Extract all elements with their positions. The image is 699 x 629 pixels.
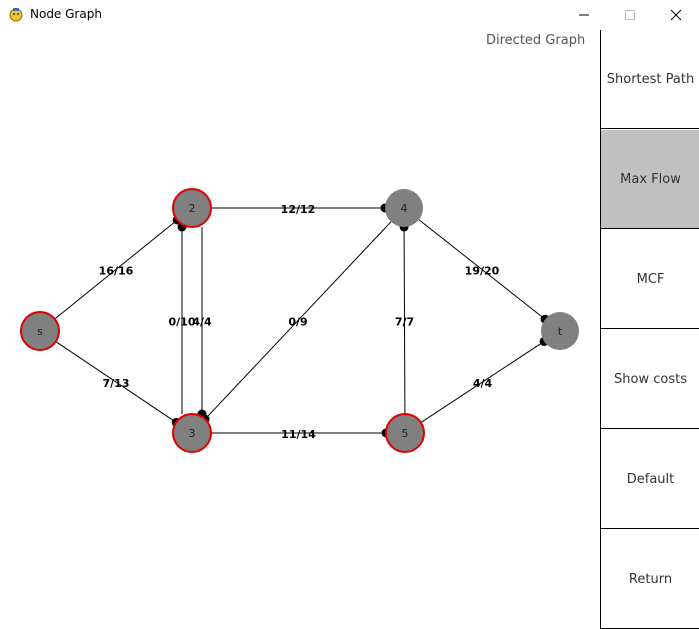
node-circle [541, 312, 579, 350]
edge-4-3 [204, 221, 392, 420]
graph-node-5[interactable]: 5 [385, 413, 425, 453]
window-title: Node Graph [30, 7, 102, 21]
graph-node-2[interactable]: 2 [172, 188, 212, 228]
graph-node-s[interactable]: s [20, 311, 60, 351]
edge-s-3 [55, 341, 177, 423]
edge-label: 4/4 [192, 316, 212, 329]
edge-s-2 [54, 219, 178, 320]
default-button[interactable]: Default [601, 430, 699, 529]
node-label: 2 [189, 202, 196, 215]
node-label: t [558, 325, 563, 338]
node-circle [385, 413, 425, 453]
minimize-icon [579, 14, 589, 16]
close-button[interactable] [653, 0, 699, 30]
node-label: s [37, 325, 43, 338]
node-circle [172, 413, 212, 453]
max-flow-button[interactable]: Max Flow [601, 130, 699, 229]
minimize-button[interactable] [561, 0, 607, 30]
edge-label: 7/13 [103, 377, 130, 390]
node-label: 4 [401, 202, 408, 215]
edge-label: 16/16 [99, 265, 134, 278]
edge-label: 7/7 [395, 316, 414, 329]
maximize-icon [625, 10, 635, 20]
edge-label: 4/4 [473, 377, 493, 390]
edge-5-4 [403, 226, 406, 415]
node-label: 3 [189, 427, 196, 440]
shortest-path-button[interactable]: Shortest Path [601, 30, 699, 129]
edge-4-t [418, 219, 546, 320]
node-circle [20, 311, 60, 351]
node-circle [385, 189, 423, 227]
app-icon [9, 8, 23, 22]
edge-label: 11/14 [281, 428, 316, 441]
node-circle [172, 188, 212, 228]
graph-mode-label: Directed Graph [486, 33, 586, 48]
title-bar: Node Graph [0, 0, 699, 30]
edge-label: 19/20 [465, 265, 500, 278]
maximize-button[interactable] [607, 0, 653, 30]
graph-node-t[interactable]: t [541, 312, 579, 350]
show-costs-button[interactable]: Show costs [601, 330, 699, 429]
close-icon [670, 9, 682, 21]
edge-5-t [420, 341, 545, 423]
graph-canvas[interactable]: 16/167/130/104/412/120/911/147/719/204/4… [0, 30, 600, 629]
graph-node-4[interactable]: 4 [385, 189, 423, 227]
edge-label: 0/9 [288, 316, 307, 329]
mcf-button[interactable]: MCF [601, 230, 699, 329]
return-button[interactable]: Return [601, 530, 699, 629]
edge-label: 0/10 [169, 316, 196, 329]
node-label: 5 [402, 427, 409, 440]
graph-node-3[interactable]: 3 [172, 413, 212, 453]
edge-label: 12/12 [281, 203, 316, 216]
